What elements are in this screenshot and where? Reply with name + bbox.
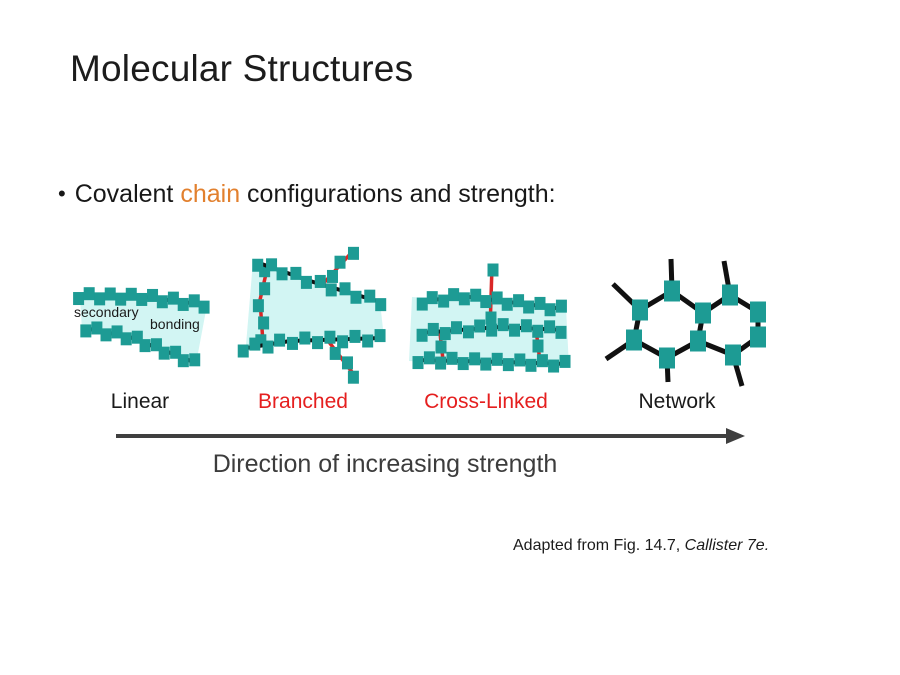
- linear-structure-figure: [73, 287, 210, 368]
- secondary-bonding-label-line1: secondary: [74, 304, 139, 320]
- cross-linked-structure-figure: [409, 263, 571, 373]
- secondary-bonding-label-line2: bonding: [150, 316, 200, 332]
- bullet-text-suffix: configurations and strength:: [240, 180, 556, 208]
- structure-label-network: Network: [638, 390, 716, 413]
- network-structure-figure: [604, 258, 766, 387]
- structure-label-linear: Linear: [110, 390, 170, 413]
- structure-label-branched: Branched: [258, 390, 348, 413]
- citation-prefix: Adapted from Fig. 14.7,: [513, 537, 685, 554]
- bullet-marker: •: [58, 181, 66, 206]
- strength-arrow-caption: Direction of increasing strength: [212, 450, 558, 478]
- strength-arrow: [116, 428, 745, 444]
- citation: Adapted from Fig. 14.7, Callister 7e.: [513, 537, 769, 555]
- bullet-point: • Covalent chain configurations and stre…: [58, 180, 556, 209]
- slide-title: Molecular Structures: [70, 48, 414, 89]
- citation-source: Callister 7e.: [684, 537, 770, 554]
- bullet-highlight-chain: chain: [180, 180, 241, 208]
- structure-label-cross-linked: Cross-Linked: [424, 390, 548, 413]
- branched-structure-figure: [237, 246, 387, 384]
- bullet-text-prefix: Covalent: [74, 180, 181, 208]
